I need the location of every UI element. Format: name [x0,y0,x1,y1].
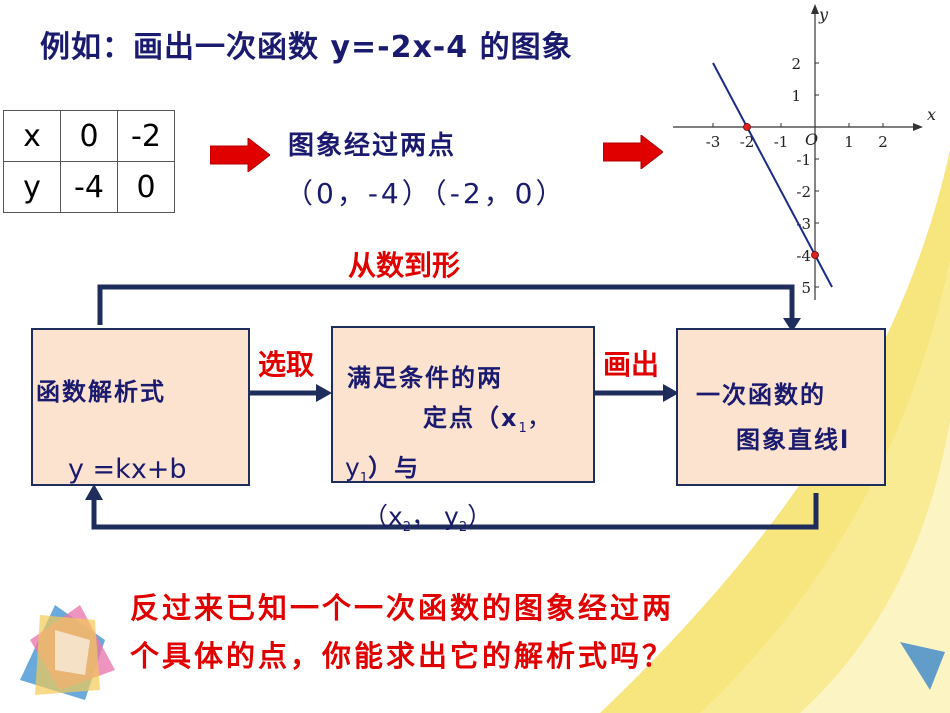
y-tick-label: 5 [801,279,811,297]
box2-line3: y1）与 [345,448,420,486]
y-tick-label: -2 [796,183,811,201]
graph-point [743,123,751,131]
question-line2: 个具体的点，你能求出它的解析式吗？ [130,639,675,673]
box2-line3-text: ）与 [368,454,421,482]
question-line1: 反过来已知一个一次函数的图象经过两 [130,591,675,625]
page-title: 例如：画出一次函数 y=-2x-4 的图象 [40,30,573,65]
x-axis-label: x [927,105,936,124]
box2-line1: 满足条件的两 [347,364,503,392]
question-text: 反过来已知一个一次函数的图象经过两 个具体的点，你能求出它的解析式吗？ [130,584,674,680]
x-tick-label: -2 [740,133,755,151]
top-loop-line [97,284,795,325]
logo-decoration [20,605,115,700]
function-line [712,62,833,288]
points-heading: 图象经过两点 [288,131,457,161]
x-tick-label: 1 [844,133,854,151]
y-axis-label: y [818,5,829,24]
arrow-head-top [783,318,801,332]
arrow-head-draw [663,384,679,402]
box-function-line: 一次函数的 图象直线l [676,328,886,486]
box-function-expression: 函数解析式 y =kx+b [31,328,250,486]
box2-line4-y: ， y [411,502,459,531]
box3-line1: 一次函数的 [696,381,826,409]
points-text: （0，-4）（-2，0） [285,177,567,210]
origin-label: O [805,130,818,149]
box-two-points: 满足条件的两 定点（x1， y1）与 [331,326,595,486]
corner-triangle [900,642,945,690]
from-number-to-shape-label: 从数到形 [348,249,461,282]
box2-line2-text: 定点（x [423,404,519,432]
table-cell: -2 [117,110,175,162]
y-tick-label: 1 [791,87,801,105]
bottom-loop-line [91,493,819,530]
y-tick-label: -1 [796,151,811,169]
draw-label: 画出 [603,348,660,381]
table-row: x 0 -2 [3,110,175,162]
box2-line4: （x2， y2） [363,497,492,535]
box1-formula: y =kx+b [68,454,187,485]
x-tick-label: -1 [774,133,789,151]
red-arrow-icon [210,138,270,172]
graph-point [811,251,819,259]
box2-line2: 定点（x1， [423,398,552,436]
box2-line4-close: ） [467,502,493,531]
arrow-head-select [316,384,332,402]
arrow-head-bottom [85,484,103,500]
select-label: 选取 [258,348,315,381]
box3-line2: 图象直线l [736,426,851,454]
red-arrow-icon [603,135,663,169]
box2-line3-y: y [345,453,360,482]
subscript: 2 [402,520,412,535]
x-tick-label: -3 [706,133,721,151]
table-cell: -4 [60,161,118,213]
x-tick-label: 2 [878,133,888,151]
subscript: 1 [359,471,369,486]
y-axis-arrow-icon [811,4,819,14]
table-row: y -4 0 [3,161,175,213]
box2-line2-comma: ， [526,403,552,432]
box2-line4-x: （x [363,502,403,531]
table-cell: 0 [60,110,118,162]
row-label-y: y [3,161,61,213]
subscript: 2 [458,520,468,535]
subscript: 1 [518,421,527,436]
box1-title: 函数解析式 [36,378,166,406]
value-table: x 0 -2 y -4 0 [3,110,175,213]
y-tick-label: -4 [796,247,811,265]
x-axis-arrow-icon [913,123,923,131]
row-label-x: x [3,110,61,162]
y-tick-label: 2 [791,55,801,73]
table-cell: 0 [117,161,175,213]
